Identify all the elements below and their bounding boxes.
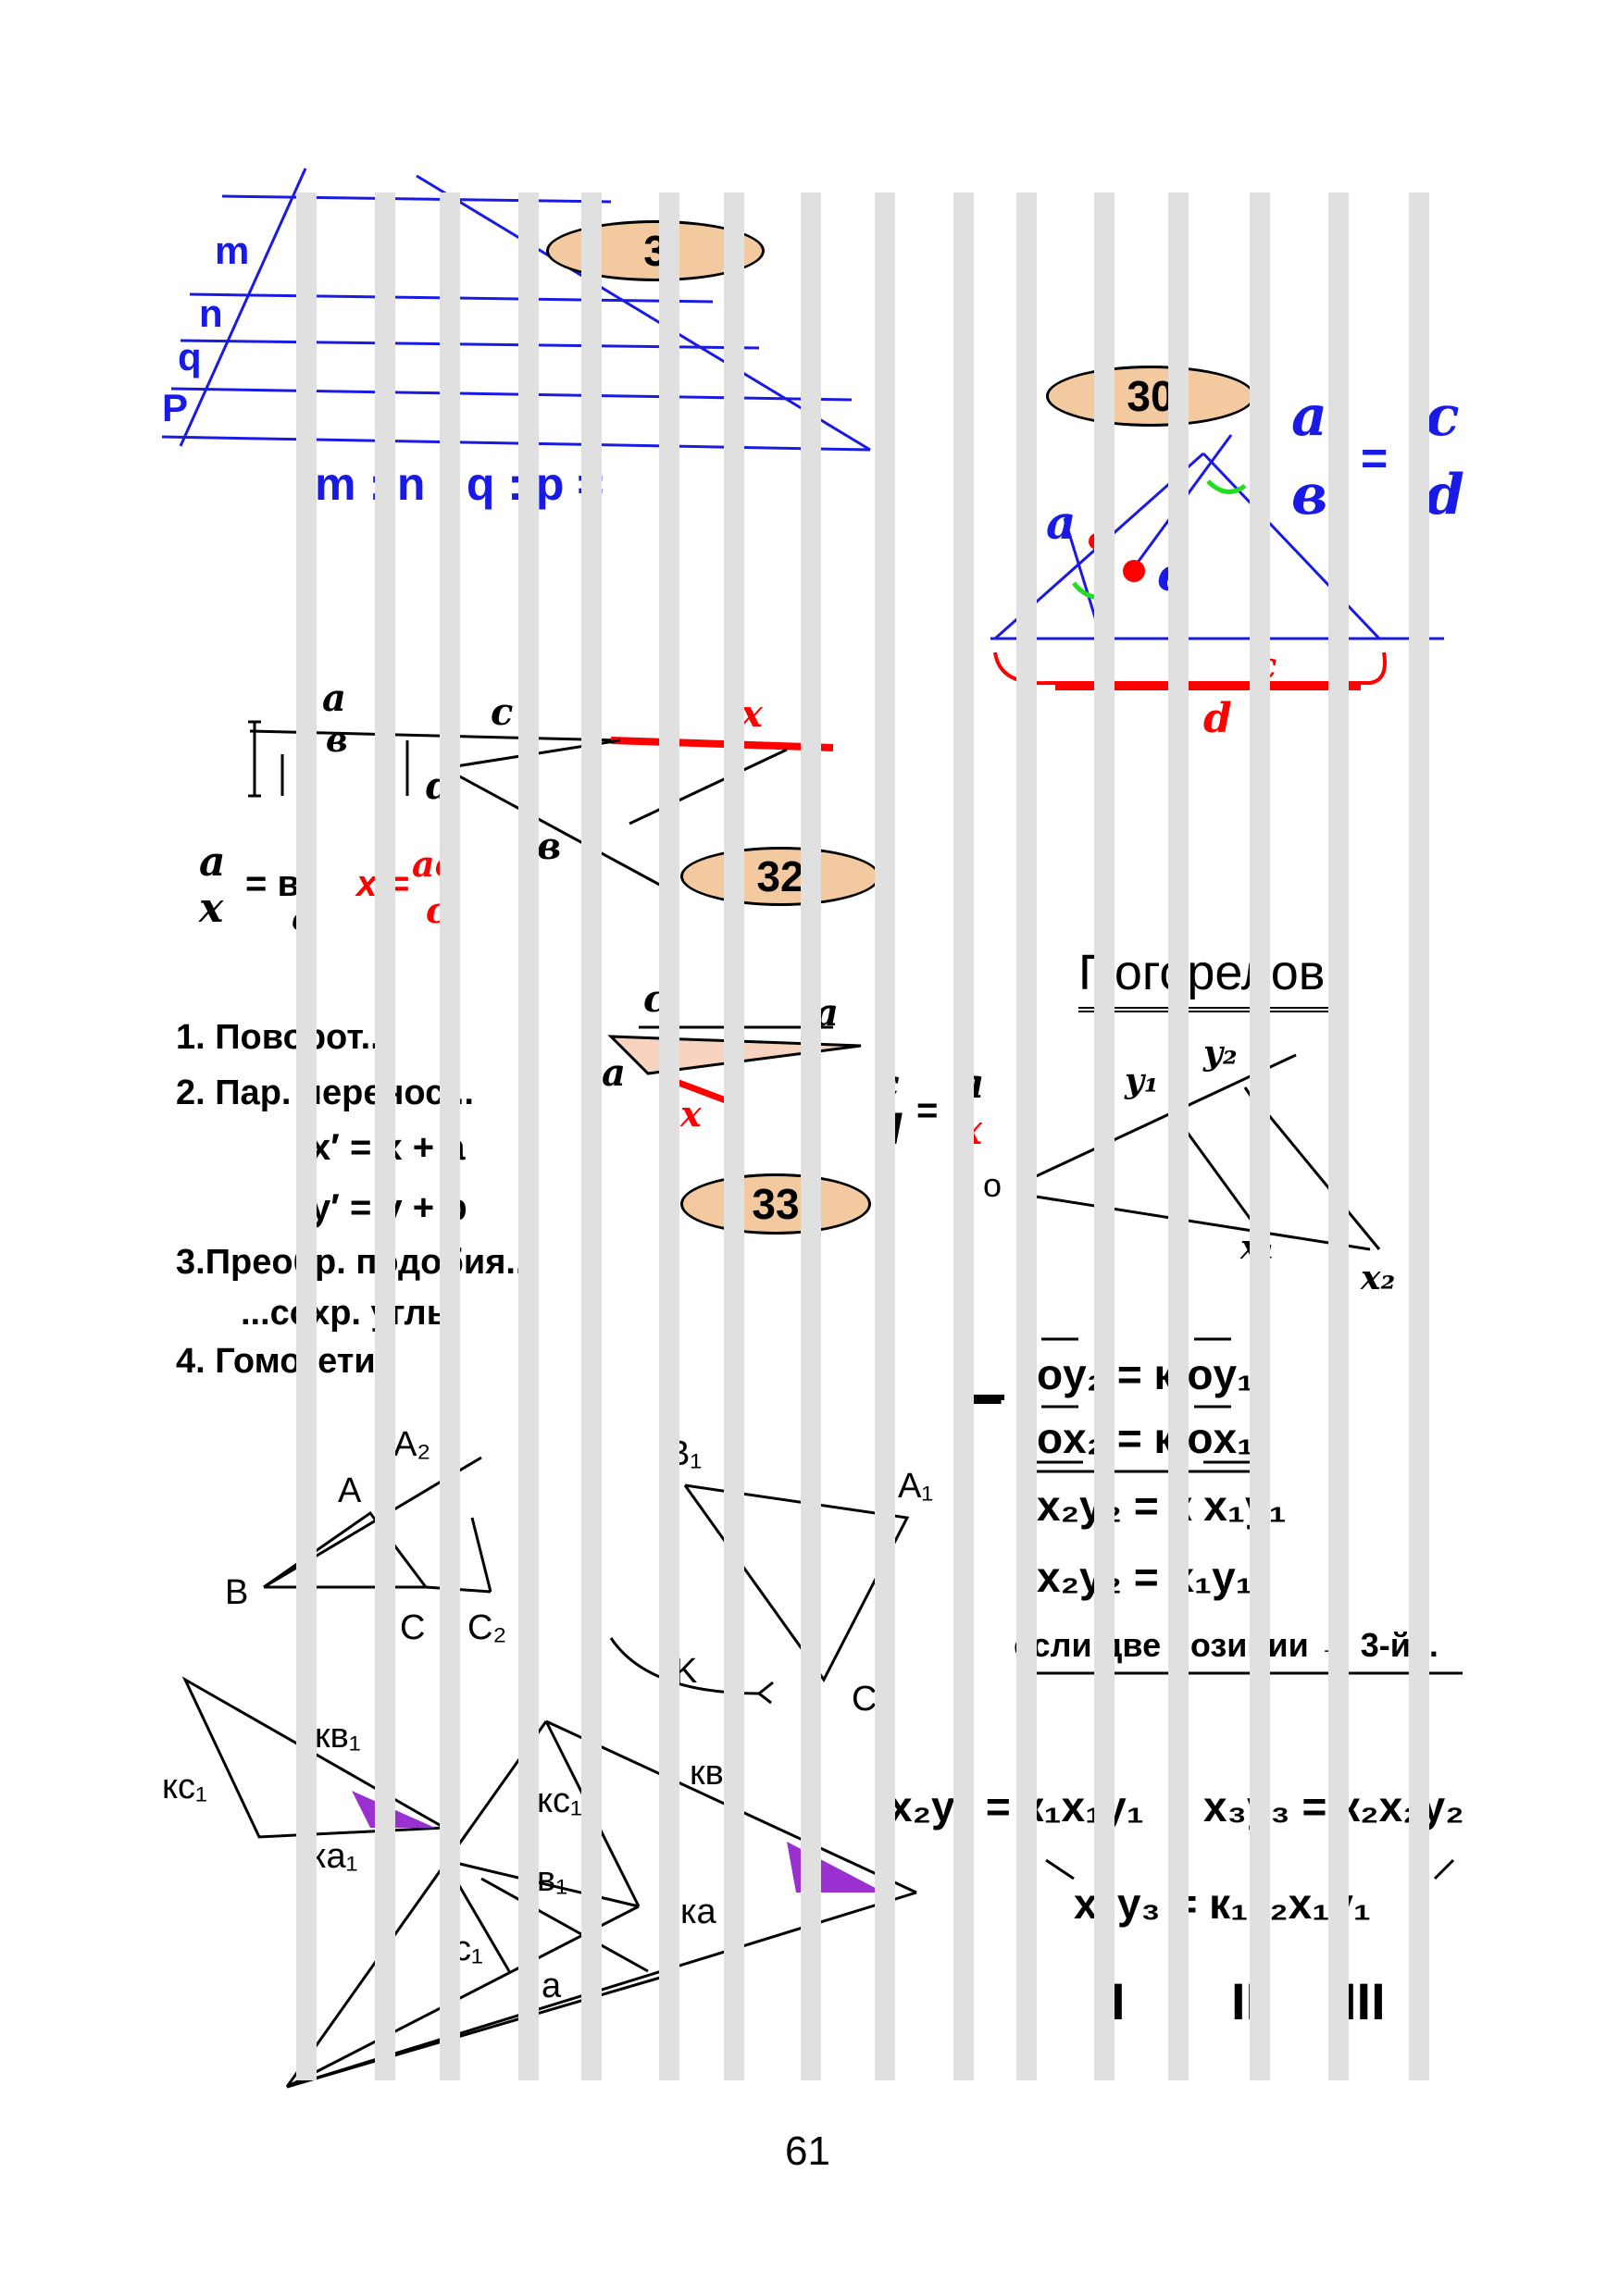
ml-seg-b: в (537, 825, 562, 868)
mc-seg-x: x (680, 1093, 702, 1135)
note-text: если две позиции → 3-й... (1014, 1626, 1438, 1664)
frac-num-left: a (1291, 384, 1327, 449)
badge-32: 32 (680, 847, 880, 906)
label-ka: ка (680, 1893, 716, 1931)
vertex-a2: A₂ (393, 1425, 431, 1464)
ml-frac-b: в (326, 721, 348, 760)
homothety-eq-4: x₂y₂ = x₁y₁ (1037, 1553, 1253, 1601)
mc-seg-a2: a (602, 1051, 626, 1095)
transform-item-1: 1. Поворот... (176, 1018, 391, 1057)
homothety-dash: – (972, 1366, 1003, 1428)
frac-eq: = (1361, 432, 1389, 484)
homothety-eq-3: x₂y₂ = к x₁y₁ (1037, 1482, 1287, 1530)
vertex-a: A (338, 1471, 362, 1510)
vertex-c: C (400, 1608, 426, 1647)
line-label-m: m (215, 229, 250, 272)
line-label-p: P (162, 386, 189, 429)
badge-30: 30 (1046, 366, 1255, 427)
frac-den-left: в (1291, 463, 1328, 527)
transform-item-2: 2. Пар. перенос... (176, 1074, 474, 1112)
homothety-eq-2: ox₂ = к ox₁ (1037, 1414, 1255, 1462)
ml-eq-num: a (199, 838, 226, 886)
vertex-c2: C₂ (467, 1608, 507, 1647)
parallel-lines-figure (161, 168, 871, 452)
ml-seg-x: x (741, 692, 763, 736)
axis-x2: x₂ (1361, 1259, 1396, 1297)
transform-item-3b: ...сохр. углы (241, 1294, 457, 1333)
frac-num-right: c (1426, 384, 1460, 449)
homothety-eq-1: oy₂ = к oy₁ (1037, 1350, 1255, 1398)
label-b1: в₁ (537, 1860, 568, 1899)
vertex-b: B (225, 1573, 249, 1612)
mc-frac-eq: = (916, 1090, 939, 1131)
brace-d-label: d (1203, 695, 1232, 742)
ml-eq-den: x (199, 885, 224, 932)
pogorelov-title: Погорелов (1078, 944, 1344, 1012)
composition-result: x₃y₃ = к₁к₂x₁y₁ (1074, 1880, 1371, 1928)
badge-33: 33 (680, 1173, 871, 1235)
page-number: 61 (785, 2128, 830, 2174)
ml-seg-c: c (491, 690, 514, 734)
homothety-axes-figure (1017, 1053, 1381, 1251)
line-label-q: q (178, 335, 202, 379)
seg-a-label: a (1046, 495, 1077, 550)
label-kb: кв (690, 1754, 724, 1793)
ml-frac-a: a (322, 676, 346, 720)
proportional-segments-figure (990, 434, 1444, 690)
transform-item-4: 4. Гомотетия (176, 1342, 396, 1381)
ml-eq-rhs: = в (245, 863, 301, 904)
frac-den-right: d (1426, 463, 1464, 527)
roman-3: III (1342, 1972, 1386, 2030)
axis-y2: y₂ (1203, 1034, 1238, 1073)
vector-bars (972, 1337, 1463, 1675)
vertex-a1: A₁ (898, 1467, 934, 1506)
label-a: a (542, 1967, 562, 2005)
transform-item-3: 3.Преобр. подобия... (176, 1243, 536, 1282)
label-kc1: кс₁ (162, 1768, 207, 1806)
axis-origin: o (983, 1166, 1003, 1204)
axis-y1: y₁ (1125, 1061, 1159, 1100)
label-kb1: кв₁ (315, 1717, 361, 1756)
label-kc1b: кс₁ (537, 1781, 582, 1820)
line-label-n: n (199, 292, 223, 335)
label-ka1: ка₁ (310, 1837, 358, 1876)
